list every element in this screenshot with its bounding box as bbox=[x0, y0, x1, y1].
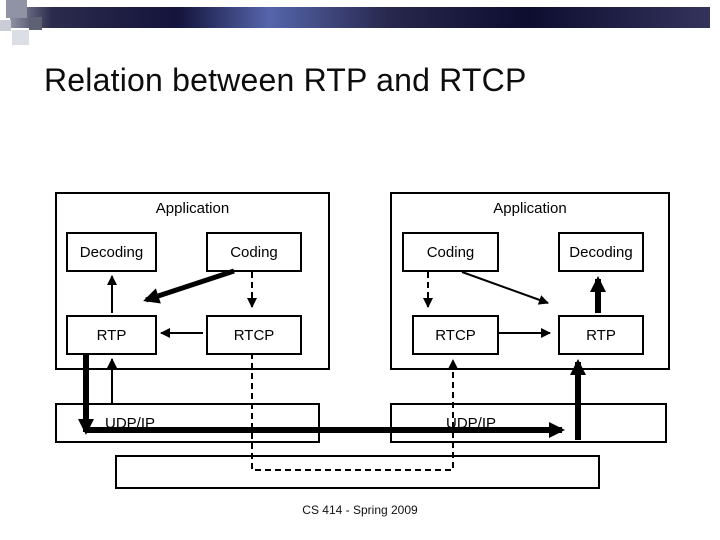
template-top-bar bbox=[10, 7, 710, 28]
coding-box-left: Coding bbox=[206, 232, 302, 272]
decoration-square bbox=[6, 0, 27, 18]
application-box-left: Application Decoding Coding RTP RTCP bbox=[55, 192, 330, 370]
application-label-left: Application bbox=[155, 200, 230, 217]
decoding-box-right: Decoding bbox=[558, 232, 644, 272]
rtp-box-right: RTP bbox=[558, 315, 644, 355]
decoration-square bbox=[12, 30, 29, 45]
decoding-box-left: Decoding bbox=[66, 232, 157, 272]
udp-ip-box-left: UDP/IP bbox=[55, 403, 320, 443]
udp-ip-box-right: UDP/IP bbox=[390, 403, 667, 443]
coding-box-right: Coding bbox=[402, 232, 499, 272]
network-box bbox=[115, 455, 600, 489]
application-label-right: Application bbox=[493, 200, 567, 217]
rtcp-box-right: RTCP bbox=[412, 315, 499, 355]
rtp-box-left: RTP bbox=[66, 315, 157, 355]
decoration-square bbox=[0, 20, 11, 31]
decoration-square bbox=[29, 17, 42, 30]
application-box-right: Application Coding Decoding RTCP RTP bbox=[390, 192, 670, 370]
rtcp-box-left: RTCP bbox=[206, 315, 302, 355]
slide-title: Relation between RTP and RTCP bbox=[44, 62, 527, 98]
footer-text: CS 414 - Spring 2009 bbox=[302, 503, 418, 517]
